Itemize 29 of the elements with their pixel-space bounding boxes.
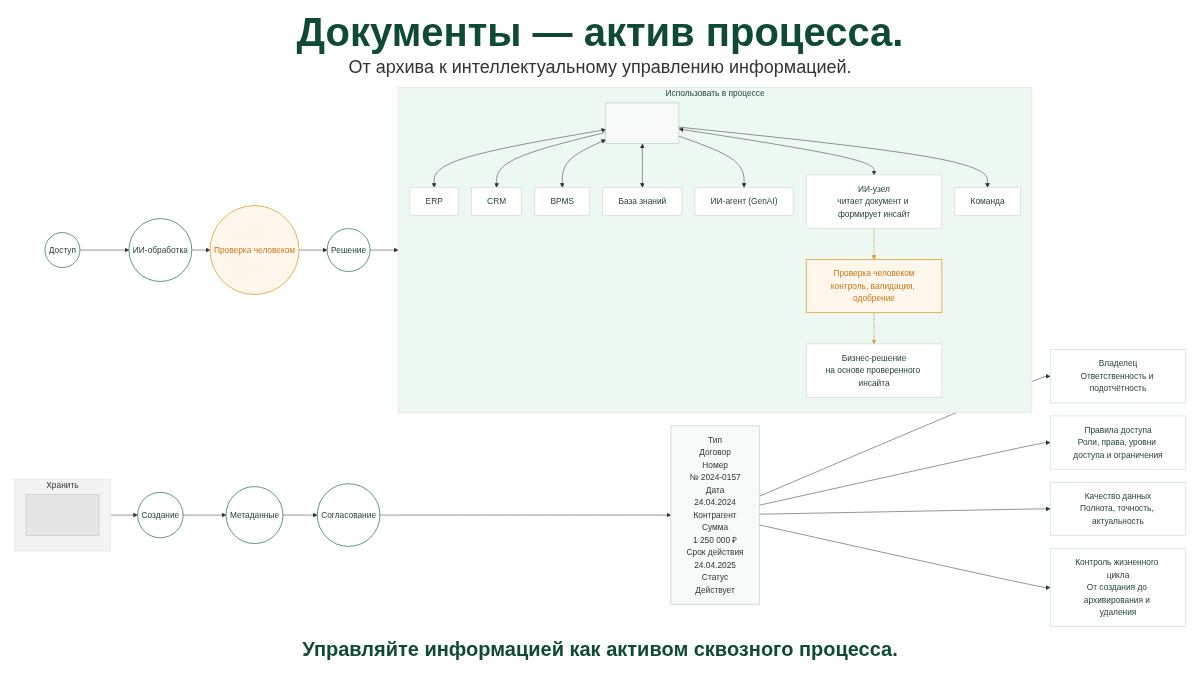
node-box: База знаний: [602, 187, 683, 216]
node-box: CRM: [471, 187, 522, 216]
node-box: Тип Договор Номер № 2024-0157 Дата 24.04.2024 Контрагент Сумма 1 250 000 ₽ Срок действия 24.04.2025 Статус Действует: [670, 425, 760, 605]
node-box: [605, 102, 680, 144]
node-box: Проверка человеком контроль, валидация, одобрение: [805, 259, 943, 314]
node-box: Контроль жизненного цикла От создания до архивирования и удаления: [1049, 548, 1187, 627]
node-box: BPMS: [534, 187, 590, 216]
node-box: ERP: [409, 187, 459, 216]
node-box: ИИ-узел читает документ и формирует инсайт: [805, 174, 943, 229]
caption: Управляйте информацией как активом сквозного процесса.: [302, 638, 898, 661]
node-box: Владелец Ответственность и подотчётность: [1049, 349, 1187, 404]
node-box: [25, 494, 100, 536]
cluster: Хранить: [13, 478, 111, 552]
node-box: Команда: [954, 187, 1021, 216]
subtitle: От архива к интеллектуальному управлению информацией.: [348, 57, 852, 78]
arrow: [871, 227, 877, 260]
node-circle: Создание: [137, 491, 184, 539]
arrow: [871, 312, 877, 345]
node-circle: Метаданные: [225, 486, 284, 544]
node-circle: Решение: [326, 228, 371, 272]
node-box: ИИ-агент (GenAI): [694, 187, 794, 216]
node-box: Качество данных Полнота, точность, актуальность: [1049, 481, 1187, 536]
node-box: Правила доступа Роли, права, уровни доступа и ограничения: [1049, 415, 1187, 470]
node-circle: Согласование: [316, 483, 381, 547]
node-circle: ИИ-обработка: [128, 218, 193, 282]
title: Документы — актив процесса.: [296, 10, 904, 55]
node-circle: Проверка человеком: [209, 205, 300, 295]
node-circle: Доступ: [44, 232, 81, 268]
node-box: Бизнес-решение на основе проверенного инсайта: [805, 343, 943, 398]
